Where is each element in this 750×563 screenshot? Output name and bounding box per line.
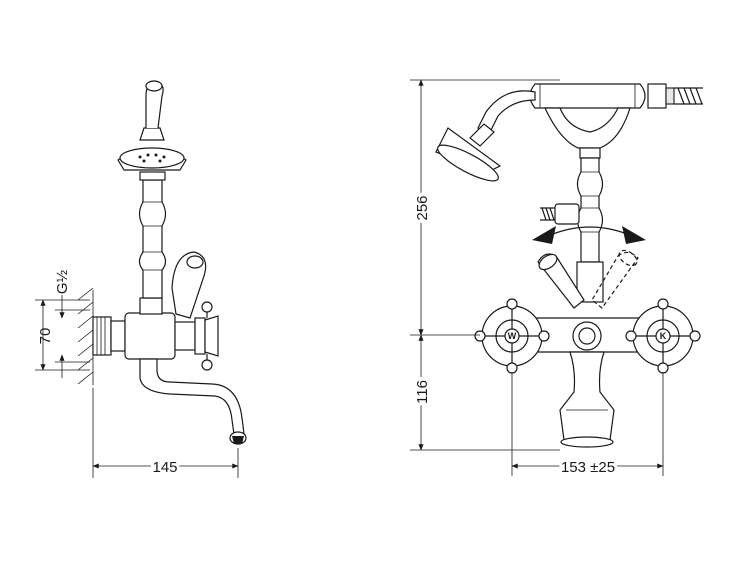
dim-116: 116 xyxy=(410,334,560,451)
dim-70-label: 70 xyxy=(37,328,54,345)
wall-connector xyxy=(92,316,126,356)
mixer-bar xyxy=(509,317,666,353)
shower-column-front xyxy=(576,147,604,303)
cross-handle-side xyxy=(174,301,219,371)
dim-116-label: 116 xyxy=(414,380,431,404)
dim-153-label: 153 ±25 xyxy=(561,459,615,476)
diverter-fitting xyxy=(540,203,580,225)
shower-head-front xyxy=(435,123,502,182)
dim-153: 153 ±25 xyxy=(511,372,664,479)
shower-column-side xyxy=(138,171,167,299)
dim-256: 256 xyxy=(410,79,560,336)
lever-handle-side xyxy=(171,251,207,319)
lever-handle-alt xyxy=(591,249,639,309)
thread-dim: G½ xyxy=(54,269,90,378)
lever-handle-front xyxy=(537,253,585,309)
handle-right-letter: K xyxy=(660,331,667,341)
handle-left-letter: W xyxy=(508,331,517,341)
wall-hatch xyxy=(77,287,94,385)
dim-256-label: 256 xyxy=(414,195,431,220)
dim-145-label: 145 xyxy=(152,459,177,476)
thread-label: G½ xyxy=(54,269,71,294)
hose-connector xyxy=(647,83,703,109)
handset xyxy=(477,83,646,149)
right-front-view: W K 256 xyxy=(410,79,703,479)
mixer-body-side xyxy=(124,312,176,360)
shower-head-side xyxy=(117,80,187,171)
cross-handle-right: K xyxy=(625,298,701,374)
dim-70: 70 xyxy=(35,299,90,371)
left-side-view: 70 G½ 145 xyxy=(35,80,247,479)
rotation-arrows xyxy=(532,226,646,244)
cross-handle-left: W xyxy=(474,298,550,374)
spout-side xyxy=(139,358,247,445)
dim-145: 145 xyxy=(92,388,239,479)
pedestal-base xyxy=(559,351,615,448)
